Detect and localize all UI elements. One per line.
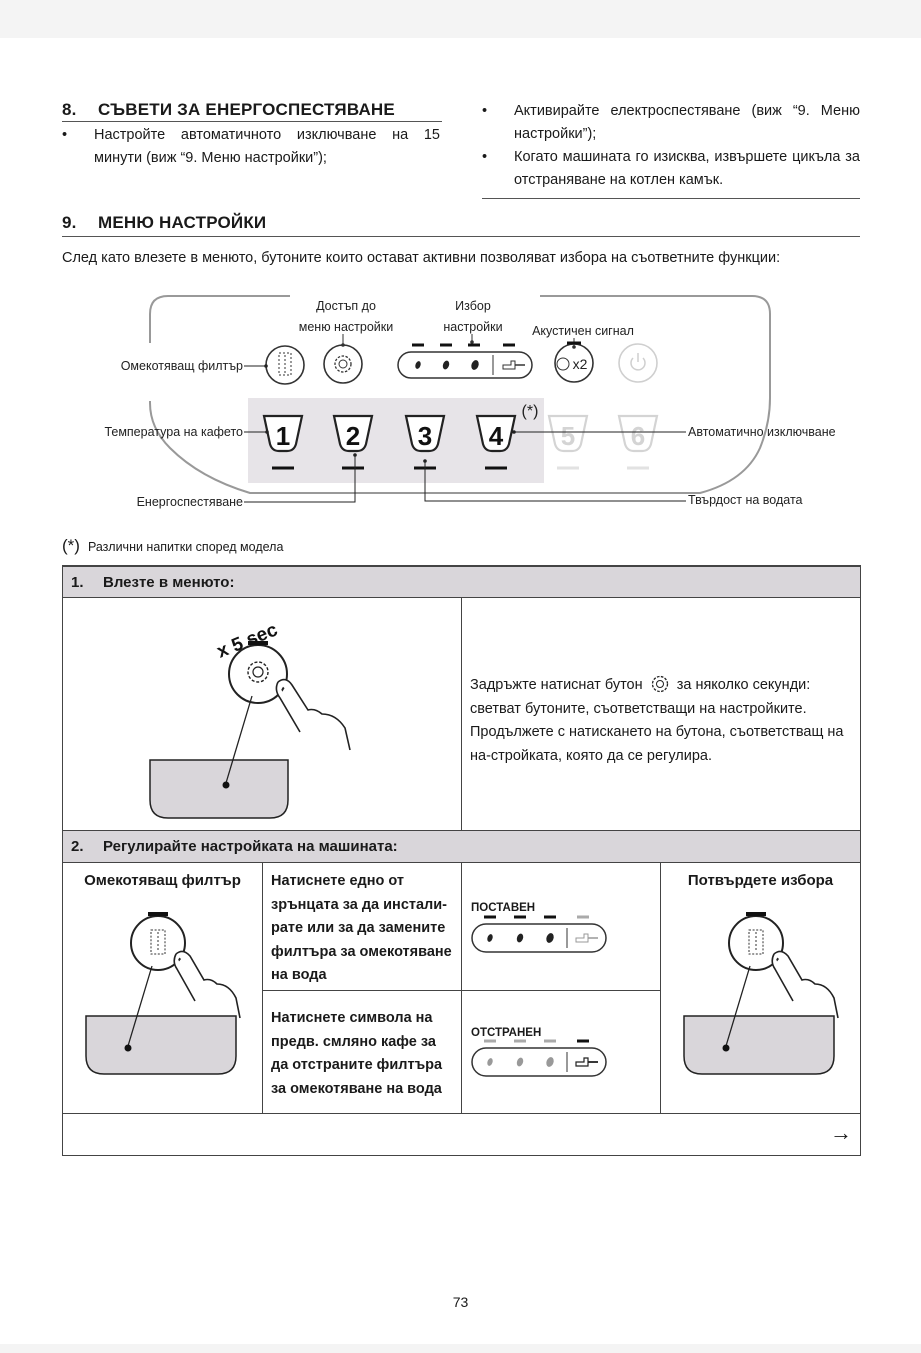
steps-table xyxy=(62,565,861,1156)
power-button xyxy=(618,343,658,383)
step1-text-part1: Задръжте натиснат бутон xyxy=(470,677,643,693)
label-acoustic: Акустичен сигнал xyxy=(532,324,634,338)
cup-button-2: 2 xyxy=(332,414,374,470)
label-auto-off: Автоматично изключване xyxy=(688,425,836,439)
step2-header: 2. Регулирайте настройката на машината: xyxy=(63,830,860,863)
label-energy: Енергоспестяване xyxy=(137,495,243,509)
gear-icon xyxy=(651,675,668,693)
label-select-1: Избор xyxy=(455,299,491,313)
acoustic-signal-button: x2 xyxy=(554,338,594,383)
footnote-symbol: (*) xyxy=(62,536,80,555)
step1-divider xyxy=(461,598,462,830)
step1-header: 1. Влезте в менюто: xyxy=(63,566,860,598)
svg-text:2: 2 xyxy=(346,421,360,451)
page-number: 73 xyxy=(452,1294,469,1310)
step2-divider-2 xyxy=(461,863,462,1113)
section9-title: МЕНЮ НАСТРОЙКИ xyxy=(98,213,267,232)
cup-button-3: 3 xyxy=(404,414,446,470)
remove-filter-instruction: Натиснете символа на предв. смляно кафе … xyxy=(271,1010,443,1097)
bean-selector xyxy=(397,334,533,379)
svg-text:6: 6 xyxy=(631,421,645,451)
section9-number: 9. xyxy=(62,213,77,232)
cup-button-1: 1 xyxy=(262,414,304,470)
step1-number: 1. xyxy=(71,574,84,591)
installed-selector-illustration xyxy=(471,915,607,953)
section8-right-rule xyxy=(482,198,860,199)
control-panel-diagram: x2 1 2 3 4 xyxy=(104,295,836,509)
menu-settings-button xyxy=(323,334,363,384)
section8-title: СЪВЕТИ ЗА ЕНЕРГОСПЕСТЯВАНЕ xyxy=(98,100,395,119)
installed-label: ПОСТАВЕН xyxy=(471,902,536,914)
section9-heading: 9. МЕНЮ НАСТРОЙКИ xyxy=(62,213,266,233)
section8-heading: 8. СЪВЕТИ ЗА ЕНЕРГОСПЕСТЯВАНЕ xyxy=(62,100,395,120)
section8-rule xyxy=(62,121,442,122)
step1-title: Влезте в менюто: xyxy=(103,574,235,591)
confirm-press-illustration xyxy=(683,912,839,1075)
continue-arrow-icon: → xyxy=(830,1120,852,1145)
svg-text:1: 1 xyxy=(276,421,290,451)
label-filter: Омекотяващ филтър xyxy=(121,359,243,373)
svg-text:x2: x2 xyxy=(573,356,588,372)
step2-divider-3 xyxy=(660,863,661,1113)
manual-page: 8. СЪВЕТИ ЗА ЕНЕРГОСПЕСТЯВАНЕ • Настройте… xyxy=(0,38,921,1344)
filter-press-illustration xyxy=(85,912,241,1075)
label-access-2: меню настройки xyxy=(299,320,393,334)
asterisk-mark: (*) xyxy=(522,403,539,420)
svg-text:5: 5 xyxy=(561,421,575,451)
section8-bullet-right-1: • Активирайте електроспестяване (виж “9.… xyxy=(482,103,860,142)
step1-description: Задръжте натиснат бутон за няколко секун… xyxy=(470,674,854,768)
step2-number: 2. xyxy=(71,838,84,855)
removed-selector-illustration xyxy=(471,1039,607,1077)
step2-divider-1 xyxy=(262,863,263,1113)
step2-bottom-divider xyxy=(63,1113,860,1114)
label-hardness: Твърдост на водата xyxy=(688,493,803,507)
filter-column-title: Омекотяващ филтър xyxy=(84,872,241,889)
section9-intro: След като влезете в менюто, бутоните кои… xyxy=(62,250,781,266)
label-temp: Температура на кафето xyxy=(104,425,243,439)
section8-bullet-left-1: • Настройте автоматичното изключване на … xyxy=(62,127,440,166)
cup-button-5: 5 xyxy=(547,414,589,470)
filter-button xyxy=(265,345,305,385)
step1-text-part2: за няколко секунди: светват бутоните, съ… xyxy=(470,677,811,717)
section8-bullet-right-2: • Когато машината го изисква, извършете … xyxy=(482,149,860,188)
cup-button-4: 4 xyxy=(475,414,517,470)
cup-button-6: 6 xyxy=(617,414,659,470)
step1-illustration: x 5 sec xyxy=(149,619,351,819)
step2-row-divider xyxy=(262,990,661,991)
label-select-2: настройки xyxy=(443,320,502,334)
removed-label: ОТСТРАНЕН xyxy=(471,1027,542,1039)
step1-text-part3: Продължете с натискането на бутона, съот… xyxy=(470,724,844,764)
section8-number: 8. xyxy=(62,100,77,119)
step2-title: Регулирайте настройката на машината: xyxy=(103,838,398,855)
footnote: (*) Различни напитки според модела xyxy=(62,536,283,556)
install-filter-instruction: Натиснете едно от зрънцата за да инстали… xyxy=(271,873,452,983)
footnote-text: Различни напитки според модела xyxy=(87,540,284,554)
svg-text:4: 4 xyxy=(489,421,504,451)
section9-rule xyxy=(62,236,860,237)
svg-text:3: 3 xyxy=(418,421,432,451)
label-access-1: Достъп до xyxy=(316,299,376,313)
confirm-column-title: Потвърдете избора xyxy=(687,872,834,889)
